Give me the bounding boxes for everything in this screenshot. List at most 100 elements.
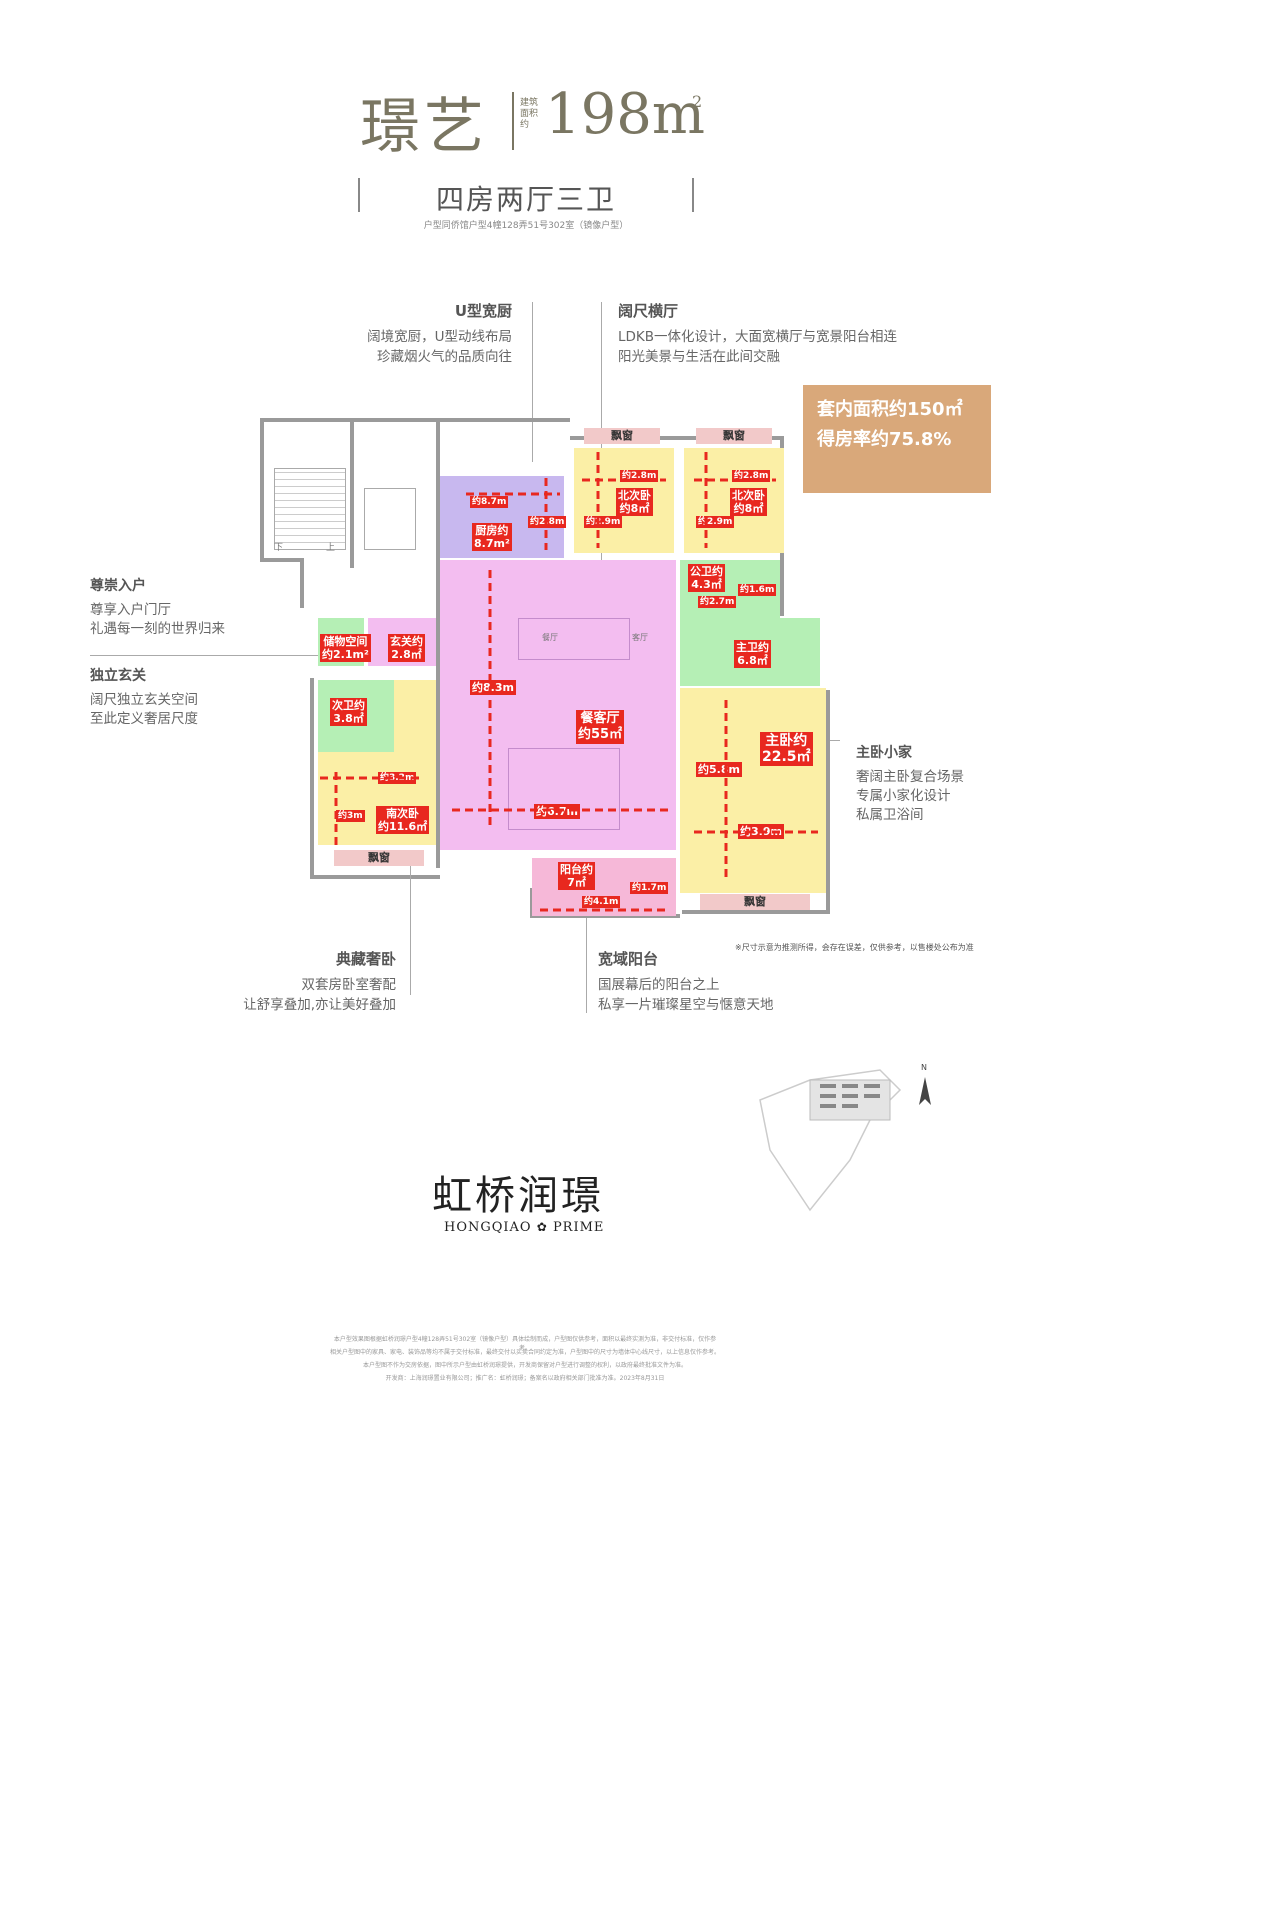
callout-living-title: 阔尺横厅 — [618, 302, 679, 320]
callout-foyer-line2: 至此定义奢居尺度 — [90, 711, 198, 727]
bay-window-master: 飘窗 — [700, 894, 810, 910]
stair-down: 下 — [274, 543, 284, 553]
north2-area: 约8㎡ — [733, 502, 764, 515]
fine-print-line1: 本户型效果图根据虹桥润璟户型4幢128弄51号302室（镜像户型）具体绘制而成，… — [333, 1336, 717, 1352]
sofa — [508, 748, 620, 830]
brand-logo-en-left: HONGQIAO — [444, 1220, 532, 1235]
wall — [530, 914, 680, 918]
callout-bedroom: 典藏奢卧 双套房卧室奢配 让舒享叠加,亦让美好叠加 — [200, 948, 396, 1015]
wall — [350, 418, 354, 568]
wall — [826, 690, 830, 910]
room-master-bedroom — [680, 688, 826, 893]
area-stats-box: 套内面积约150㎡ 得房率约75.8% — [803, 385, 991, 493]
title-divider — [512, 92, 514, 150]
callout-kitchen: U型宽厨 阔境宽厨，U型动线布局 珍藏烟火气的品质向往 — [300, 300, 512, 367]
balcony-depth: 约1.7m — [630, 882, 669, 894]
master-bath-area: 6.8㎡ — [737, 654, 768, 667]
wall — [260, 418, 264, 558]
living-depth: 约8.3m — [470, 680, 516, 695]
north1-area: 约8㎡ — [619, 502, 650, 515]
wall — [310, 875, 440, 879]
wall — [570, 436, 784, 440]
callout-entry-line2: 礼遇每一刻的世界归来 — [90, 621, 225, 637]
public-bath-depth: 约1.6m — [738, 584, 777, 596]
site-key-plan — [759, 1069, 902, 1212]
area-value: 198m — [545, 82, 705, 147]
leader-balcony — [586, 918, 587, 1013]
flower-icon: ✿ — [536, 1220, 548, 1234]
stats-inner-area: 套内面积约150㎡ — [817, 399, 963, 420]
south-label: 南次卧约11.6㎡ — [376, 806, 430, 834]
callout-master-line1: 奢阔主卧复合场景 — [856, 769, 964, 785]
second-bath-area: 3.8㎡ — [333, 712, 364, 725]
callout-living-line2: 阳光美景与生活在此间交融 — [618, 349, 780, 365]
bracket-left — [358, 178, 360, 212]
living-area: 约55㎡ — [578, 727, 623, 742]
callout-balcony: 宽域阳台 国展幕后的阳台之上 私享一片璀璨星空与惬意天地 — [598, 948, 858, 1015]
callout-entry-line1: 尊享入户门厅 — [90, 602, 171, 618]
layout-note: 户型同侨馆户型4幢128弄51号302室（镜像户型） — [423, 221, 629, 231]
north1-depth: 约2.9m — [584, 516, 623, 528]
project-name: 璟艺 — [360, 92, 488, 162]
callout-bedroom-title: 典藏奢卧 — [335, 950, 396, 968]
callout-balcony-line2: 私享一片璀璨星空与惬意天地 — [598, 997, 774, 1013]
storage-area: 约2.1m² — [322, 648, 369, 661]
callout-foyer-line1: 阔尺独立玄关空间 — [90, 692, 198, 708]
public-bath-name: 公卫约 — [690, 565, 723, 578]
kitchen-area: 8.7m² — [474, 537, 510, 550]
callout-foyer-title: 独立玄关 — [90, 668, 146, 684]
bracket-right — [692, 178, 694, 212]
public-bath-width: 约2.7m — [698, 596, 737, 608]
living-label-box: 餐客厅约55㎡ — [576, 710, 625, 744]
south-area: 约11.6㎡ — [378, 820, 428, 833]
stats-efficiency: 得房率约75.8% — [817, 429, 952, 450]
stair-up: 上 — [326, 543, 336, 553]
balcony-width: 约4.1m — [582, 896, 621, 908]
elevator — [364, 488, 416, 550]
south-depth: 约3m — [336, 810, 365, 822]
fine-print-line4: 开发商：上海润璟置业有限公司；推广名：虹桥润璟；备案名以政府相关部门批准为准。2… — [385, 1375, 665, 1382]
master-depth: 约5.8m — [696, 762, 742, 777]
callout-kitchen-line2: 珍藏烟火气的品质向往 — [377, 349, 512, 365]
wall — [682, 910, 830, 914]
kitchen-width: 约8.7m — [470, 496, 509, 508]
callout-living-line1: LDKB一体化设计，大面宽横厅与宽景阳台相连 — [618, 329, 898, 345]
north2-label: 北次卧约8㎡ — [730, 488, 767, 516]
wall — [260, 558, 300, 562]
bay-window-south: 飘窗 — [334, 850, 424, 866]
living-label: 客厅 — [632, 633, 648, 642]
storage-label: 储物空间约2.1m² — [320, 634, 371, 662]
callout-balcony-title: 宽域阳台 — [598, 950, 659, 968]
callout-balcony-line1: 国展幕后的阳台之上 — [598, 977, 720, 993]
fine-print-line2: 相关户型图中的家具、家电、装饰品等均不属于交付标准，最终交付以买卖合同约定为准，… — [330, 1349, 721, 1356]
north1-label: 北次卧约8㎡ — [616, 488, 653, 516]
callout-living: 阔尺横厅 LDKB一体化设计，大面宽横厅与宽景阳台相连 阳光美景与生活在此间交融 — [618, 300, 938, 367]
wall — [300, 558, 304, 608]
fine-print-line3: 本户型图不作为交房依据，图中所示户型由虹桥润璟提供，开发商保留对户型进行调整的权… — [362, 1362, 687, 1369]
compass-label: N — [921, 1063, 927, 1072]
area-prefix: 建筑面积约 — [520, 98, 539, 130]
dining-label: 餐厅 — [542, 633, 558, 642]
leader-bedroom — [410, 855, 411, 995]
staircase — [274, 468, 346, 550]
callout-bedroom-line2: 让舒享叠加,亦让美好叠加 — [243, 997, 396, 1013]
wall — [436, 418, 440, 868]
dining-table — [518, 618, 630, 660]
north1-name: 北次卧 — [618, 489, 651, 502]
second-bath-name: 次卫约 — [332, 699, 365, 712]
living-name: 餐客厅 — [580, 711, 620, 726]
balcony-area: 7㎡ — [567, 876, 586, 889]
callout-bedroom-line1: 双套房卧室奢配 — [301, 977, 397, 993]
callout-kitchen-title: U型宽厨 — [454, 302, 512, 320]
callout-master-line3: 私属卫浴间 — [856, 807, 924, 823]
brand-logo-en: HONGQIAO ✿ PRIME — [444, 1220, 604, 1235]
leader-entry — [90, 655, 390, 656]
callout-master: 主卧小家 奢阔主卧复合场景 专属小家化设计 私属卫浴间 — [856, 742, 1036, 825]
south-width: 约3.2m — [378, 772, 417, 784]
